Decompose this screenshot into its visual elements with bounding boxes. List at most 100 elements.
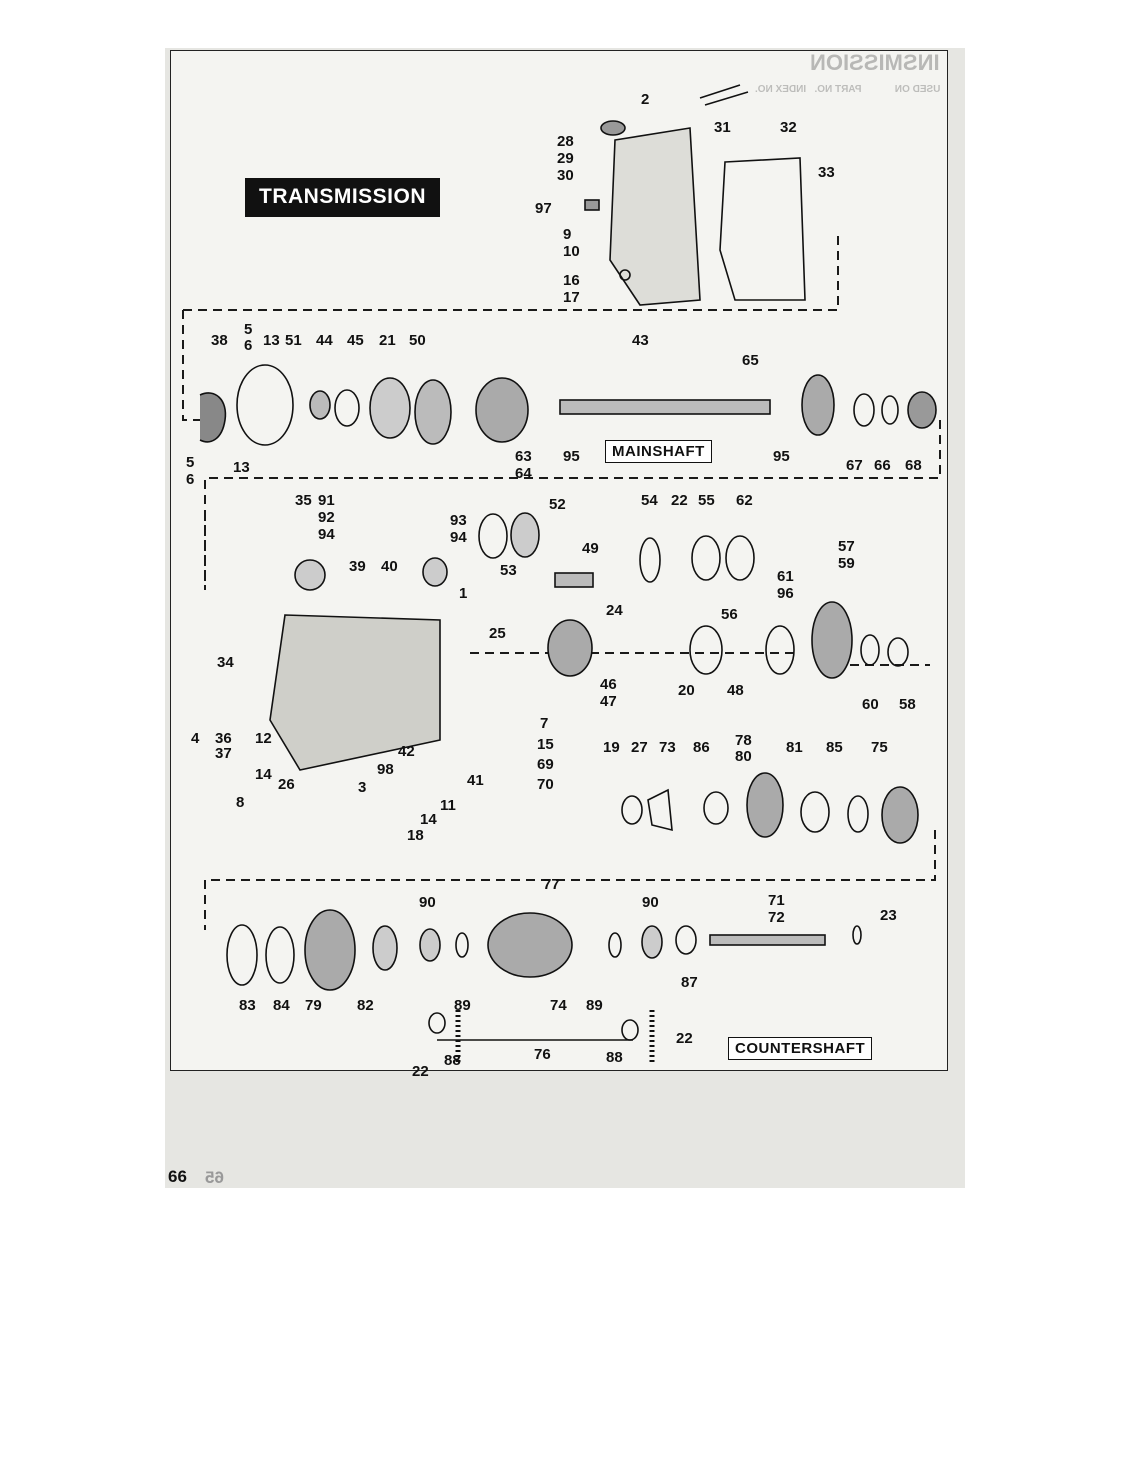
page-number: 66 xyxy=(168,1167,187,1186)
callout-number: 63 xyxy=(515,448,532,465)
cs-needle-bearing-2 xyxy=(641,925,663,959)
callout-number: 61 xyxy=(777,568,794,585)
callout-number: 94 xyxy=(450,529,467,546)
callout-number: 20 xyxy=(678,682,695,699)
bleed-through-page-number: 65 xyxy=(205,1168,224,1187)
callout-number: 79 xyxy=(305,997,322,1014)
thrust-plate xyxy=(847,795,869,833)
callout-number: 4 xyxy=(191,730,200,747)
callout-number: 13 xyxy=(233,459,250,476)
mainshaft-label: MAINSHAFT xyxy=(605,440,712,463)
needle-bearing xyxy=(510,512,540,558)
countershaft-rod xyxy=(709,934,826,946)
callout-number: 80 xyxy=(735,748,752,765)
callout-number: 90 xyxy=(419,894,436,911)
transmission-cover xyxy=(609,127,701,306)
countershaft-label: COUNTERSHAFT xyxy=(728,1037,873,1060)
callout-number: 97 xyxy=(535,200,552,217)
callout-number: 74 xyxy=(550,997,567,1014)
cs-needle-bearing xyxy=(419,928,441,962)
callout-number: 77 xyxy=(543,876,560,893)
callout-number: 88 xyxy=(444,1052,461,1069)
callout-number: 55 xyxy=(698,492,715,509)
callout-number: 66 xyxy=(874,457,891,474)
callout-number: 47 xyxy=(600,693,617,710)
callout-number: 39 xyxy=(349,558,366,575)
callout-number: 22 xyxy=(412,1063,429,1080)
callout-number: 12 xyxy=(255,730,272,747)
callout-number: 24 xyxy=(606,602,623,619)
countershaft-bushing xyxy=(800,791,830,833)
callout-number: 5 xyxy=(186,454,195,471)
callout-number: 60 xyxy=(862,696,879,713)
callout-number: 71 xyxy=(768,892,785,909)
callout-number: 93 xyxy=(450,512,467,529)
countershaft-washer-b xyxy=(703,791,729,825)
callout-number: 22 xyxy=(676,1030,693,1047)
callout-number: 43 xyxy=(632,332,649,349)
callout-number: 31 xyxy=(714,119,731,136)
bushing-mid xyxy=(422,557,448,587)
callout-number: 35 xyxy=(295,492,312,509)
bearing-ring xyxy=(478,513,508,559)
boundary-mainshaft-left xyxy=(182,310,213,421)
callout-number: 30 xyxy=(557,167,574,184)
snap-ring xyxy=(881,395,899,425)
callout-number: 94 xyxy=(318,526,335,543)
oil-deflector xyxy=(334,389,360,427)
callout-number: 6 xyxy=(244,337,253,354)
callout-number: 64 xyxy=(515,465,532,482)
cover-gasket xyxy=(719,157,806,301)
callout-number: 91 xyxy=(318,492,335,509)
callout-number: 44 xyxy=(316,332,333,349)
cs-washer-1 xyxy=(265,926,295,984)
callout-number: 36 xyxy=(215,730,232,747)
output-bearing xyxy=(765,625,795,675)
callout-number: 27 xyxy=(631,739,648,756)
main-bearing xyxy=(689,625,723,675)
callout-number: 73 xyxy=(659,739,676,756)
callout-number: 85 xyxy=(826,739,843,756)
callout-number: 41 xyxy=(467,772,484,789)
callout-number: 8 xyxy=(236,794,245,811)
boundary-lower xyxy=(204,830,936,930)
callout-number: 11 xyxy=(440,797,456,814)
page-title: TRANSMISSION xyxy=(245,178,441,217)
callout-number: 83 xyxy=(239,997,256,1014)
seal xyxy=(309,390,331,420)
callout-number: 52 xyxy=(549,496,566,513)
callout-number: 62 xyxy=(736,492,753,509)
sprocket-nut xyxy=(907,391,937,429)
diagram-frame xyxy=(170,50,948,1071)
vent-fitting xyxy=(584,199,600,211)
callout-number: 89 xyxy=(586,997,603,1014)
cs-washer-2 xyxy=(675,925,697,955)
lock-plate xyxy=(199,392,227,443)
final-drive-sprocket xyxy=(811,601,853,679)
main-drive-gear xyxy=(475,377,529,443)
callout-number: 68 xyxy=(905,457,922,474)
cotter-pin-parts xyxy=(699,84,749,106)
callout-number: 26 xyxy=(278,776,295,793)
callout-number: 54 xyxy=(641,492,658,509)
callout-number: 53 xyxy=(500,562,517,579)
callout-number: 56 xyxy=(721,606,738,623)
countershaft-washer-a xyxy=(621,795,643,825)
callout-number: 65 xyxy=(742,352,759,369)
callout-number: 33 xyxy=(818,164,835,181)
callout-number: 13 xyxy=(263,332,280,349)
callout-number: 22 xyxy=(671,492,688,509)
o-ring xyxy=(852,925,862,945)
cs-ring-88a xyxy=(428,1012,446,1034)
callout-number: 17 xyxy=(563,289,580,306)
callout-number: 3 xyxy=(358,779,367,796)
callout-number: 90 xyxy=(642,894,659,911)
callout-number: 42 xyxy=(398,743,415,760)
callout-number: 10 xyxy=(563,243,580,260)
bearing-retainer xyxy=(236,364,294,446)
clutch-gear-dog xyxy=(647,788,673,832)
callout-number: 78 xyxy=(735,732,752,749)
callout-number: 81 xyxy=(786,739,803,756)
callout-number: 76 xyxy=(534,1046,551,1063)
countershaft-third-gear xyxy=(746,772,784,838)
